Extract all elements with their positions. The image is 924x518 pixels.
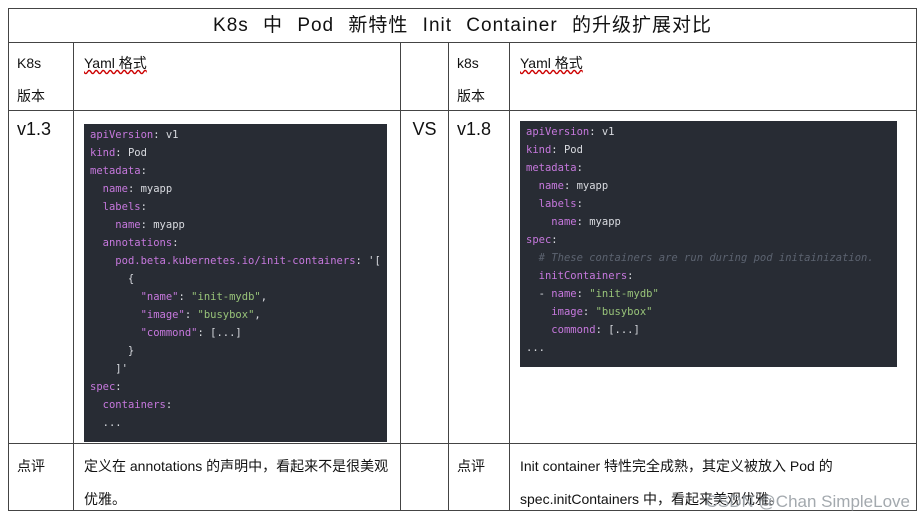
code-line: metadata:	[90, 165, 147, 177]
code-line: ...	[526, 342, 545, 354]
table-title: K8s 中 Pod 新特性 Init Container 的升级扩展对比	[9, 9, 916, 43]
version-right: v1.8	[449, 111, 510, 444]
yaml-code-block-left: apiVersion: v1 kind: Pod metadata: name: m…	[84, 124, 387, 442]
code-line: "image": "busybox",	[140, 309, 261, 321]
code-line: metadata:	[526, 162, 583, 174]
comparison-table: K8s 中 Pod 新特性 Init Container 的升级扩展对比 K8s…	[8, 8, 917, 511]
code-cell-left: apiVersion: v1 kind: Pod metadata: name: m…	[74, 111, 401, 444]
code-line: name: myapp	[102, 183, 173, 195]
code-line: "commond": [...]	[140, 327, 242, 339]
code-line: apiVersion: v1	[526, 126, 615, 138]
comment-label-left: 点评	[9, 444, 74, 510]
code-line: apiVersion: v1	[90, 129, 179, 141]
code-line: name: myapp	[538, 180, 609, 192]
code-line: annotations:	[102, 237, 179, 249]
watermark: CSDN @Chan SimpleLove	[705, 492, 910, 511]
version-left: v1.3	[9, 111, 74, 444]
code-line: spec:	[90, 381, 122, 393]
vs-label: VS	[401, 111, 449, 444]
code-line: - name: "init-mydb"	[526, 288, 659, 300]
comment-label-right: 点评	[449, 444, 510, 510]
code-line: image: "busybox"	[551, 306, 653, 318]
yaml-code-block-right: apiVersion: v1 kind: Pod metadata: name: m…	[520, 121, 897, 367]
code-line: kind: Pod	[90, 147, 147, 159]
code-line: spec:	[526, 234, 558, 246]
code-cell-right: apiVersion: v1 kind: Pod metadata: name: m…	[510, 111, 916, 444]
code-line: name: myapp	[551, 216, 621, 228]
code-line: {	[90, 273, 135, 285]
code-line: commond: [...]	[551, 324, 640, 336]
code-line: "name": "init-mydb",	[140, 291, 268, 303]
comment-left: 定义在 annotations 的声明中，看起来不是很美观优雅。	[74, 444, 401, 510]
code-line: labels:	[102, 201, 147, 213]
code-line: initContainers:	[538, 270, 634, 282]
code-line: kind: Pod	[526, 144, 583, 156]
code-line: ]'	[90, 363, 128, 375]
comment-vs-empty	[401, 444, 449, 510]
code-line: }	[90, 345, 135, 357]
comment-right: Init container 特性完全成熟，其定义被放入 Pod 的 spec.…	[520, 458, 833, 507]
code-line: labels:	[538, 198, 583, 210]
header-yaml-right: Yaml 格式	[510, 43, 916, 111]
code-line: ...	[90, 417, 122, 429]
code-line: name: myapp	[115, 219, 185, 231]
header-vs-empty	[401, 43, 449, 111]
code-line: containers:	[102, 399, 173, 411]
header-yaml-left: Yaml 格式	[74, 43, 401, 111]
code-line: # These containers are run during pod in…	[538, 252, 874, 264]
code-line: pod.beta.kubernetes.io/init-containers: …	[115, 255, 381, 267]
